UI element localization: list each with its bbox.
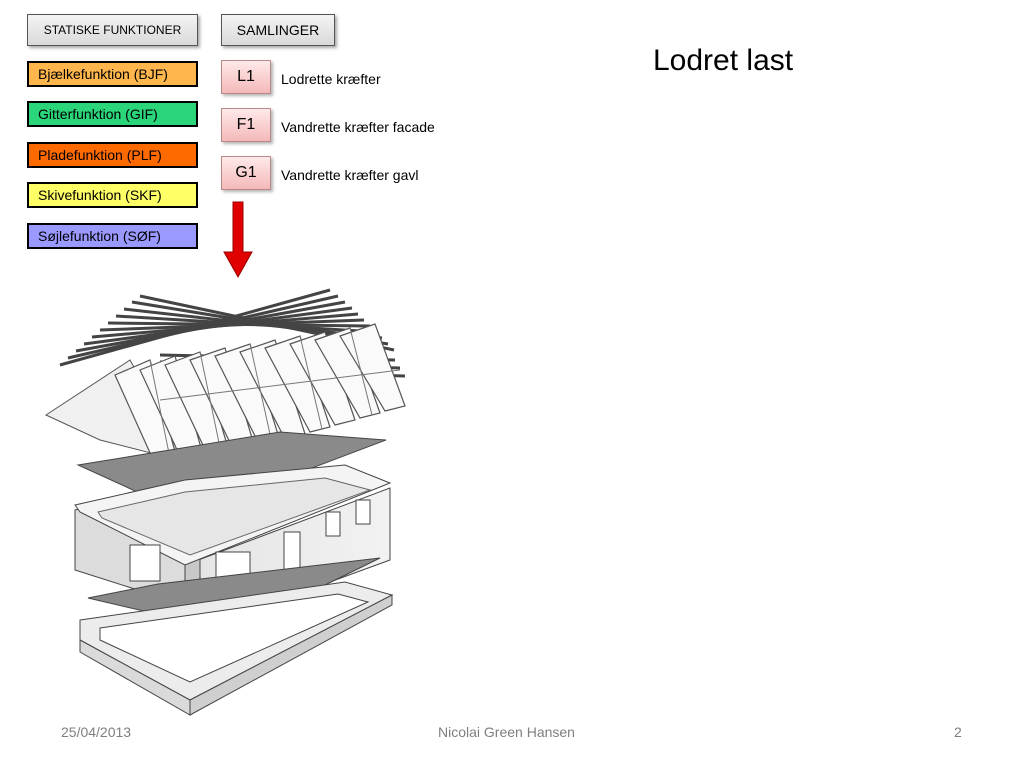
- static-functions-header[interactable]: STATISKE FUNKTIONER: [27, 14, 198, 46]
- function-lattice-box: Gitterfunktion (GIF): [27, 101, 198, 127]
- function-diaphragm-box: Skivefunktion (SKF): [27, 182, 198, 208]
- load-arrow-icon: [223, 201, 253, 279]
- function-beam-box: Bjælkefunktion (BJF): [27, 61, 198, 87]
- joint-f1-button[interactable]: F1: [221, 108, 271, 142]
- footer-page-number: 2: [954, 724, 962, 740]
- joint-g1-label: Vandrette kræfter gavl: [281, 167, 419, 183]
- footer-author: Nicolai Green Hansen: [438, 724, 575, 740]
- function-plate-box: Pladefunktion (PLF): [27, 142, 198, 168]
- house-exploded-illustration: [44, 288, 406, 716]
- walls: [74, 464, 392, 639]
- foundation-frame: [79, 581, 394, 716]
- joint-l1-label: Lodrette kræfter: [281, 71, 381, 87]
- joint-g1-button[interactable]: G1: [221, 156, 271, 190]
- samlinger-header[interactable]: SAMLINGER: [221, 14, 335, 46]
- joint-l1-button[interactable]: L1: [221, 60, 271, 94]
- roof-trusses: [114, 323, 406, 476]
- slide-title: Lodret last: [653, 44, 794, 77]
- footer-date: 25/04/2013: [61, 724, 132, 740]
- function-column-box: Søjlefunktion (SØF): [27, 223, 198, 249]
- joint-f1-label: Vandrette kræfter facade: [281, 119, 435, 135]
